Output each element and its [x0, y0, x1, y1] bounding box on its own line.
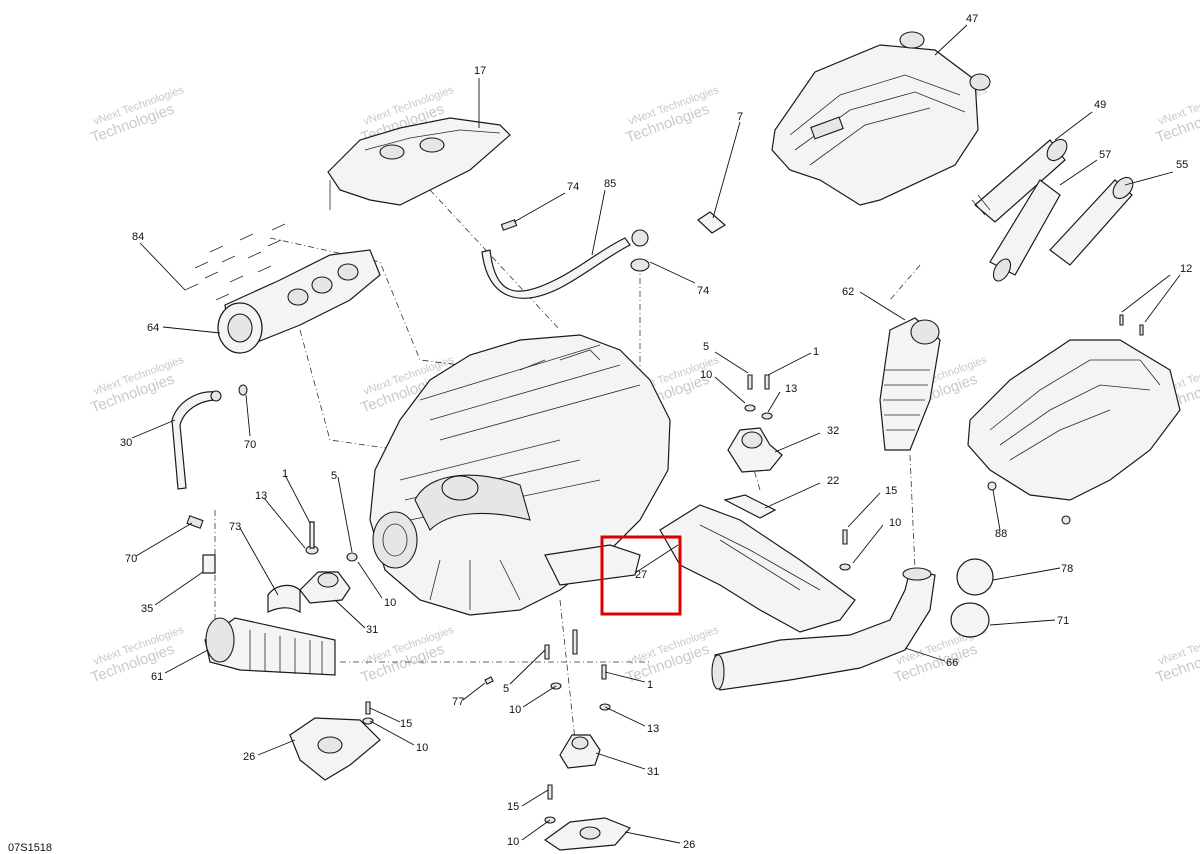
callout-label: 61 — [151, 671, 163, 683]
callout-label: 49 — [1094, 99, 1106, 111]
drawing-code: 07S1518 — [8, 842, 52, 854]
callout-label: 10 — [507, 836, 519, 848]
mounts-and-brackets-part — [659, 317, 941, 633]
callout-label: 74 — [697, 285, 709, 297]
callout-labels: 47 17 7 49 57 55 74 85 74 84 12 62 64 5 … — [120, 13, 1192, 851]
callout-label: 26 — [243, 751, 255, 763]
intake-boot-part — [204, 617, 336, 676]
hose-part — [171, 384, 248, 490]
callout-label: 62 — [842, 286, 854, 298]
callout-label: 5 — [331, 470, 337, 482]
callout-label: 15 — [885, 485, 897, 497]
sealing-rings-part — [950, 558, 994, 638]
callout-label: 31 — [647, 766, 659, 778]
callout-label: 1 — [647, 679, 653, 691]
engine-cover-part — [327, 117, 511, 210]
callout-label: 10 — [416, 742, 428, 754]
exhaust-pipe-part — [711, 567, 936, 691]
fittings-part — [186, 515, 358, 614]
callout-label: 66 — [946, 657, 958, 669]
label-plate-part — [697, 211, 727, 234]
highlight-box — [600, 535, 682, 616]
callout-label: 77 — [452, 696, 464, 708]
callout-label: 70 — [125, 553, 137, 565]
callout-label: 7 — [737, 111, 743, 123]
callout-label: 10 — [700, 369, 712, 381]
callout-label: 74 — [567, 181, 579, 193]
callout-label: 26 — [683, 839, 695, 851]
callout-label: 13 — [255, 490, 267, 502]
callout-label: 35 — [141, 603, 153, 615]
callout-label: 55 — [1176, 159, 1188, 171]
callout-label: 17 — [474, 65, 486, 77]
fasteners-part — [362, 314, 1144, 824]
callout-label: 1 — [813, 346, 819, 358]
callout-label: 64 — [147, 322, 159, 334]
callout-label: 57 — [1099, 149, 1111, 161]
callout-label: 10 — [384, 597, 396, 609]
callout-label: 10 — [889, 517, 901, 529]
callout-label: 30 — [120, 437, 132, 449]
callout-label: 5 — [503, 683, 509, 695]
callout-label: 84 — [132, 231, 144, 243]
callout-label: 32 — [827, 425, 839, 437]
callout-label: 5 — [703, 341, 709, 353]
vent-hose-part — [481, 219, 650, 299]
callout-label: 10 — [509, 704, 521, 716]
callout-label: 88 — [995, 528, 1007, 540]
callout-label: 1 — [282, 468, 288, 480]
callout-label: 15 — [400, 718, 412, 730]
callout-label: 47 — [966, 13, 978, 25]
airbox-cover-part — [771, 31, 991, 206]
lower-mounts-part — [289, 717, 632, 851]
engine-block-part — [369, 334, 671, 616]
callout-label: 15 — [507, 801, 519, 813]
intake-manifold-part — [184, 223, 381, 354]
highlight-callout-label: 27 — [635, 569, 647, 581]
callout-label: 85 — [604, 178, 616, 190]
callout-label: 12 — [1180, 263, 1192, 275]
callout-label: 78 — [1061, 563, 1073, 575]
intake-ducts-part — [971, 138, 1134, 282]
callout-label: 13 — [785, 383, 797, 395]
leader-lines — [131, 24, 1181, 844]
callout-label: 13 — [647, 723, 659, 735]
callout-label: 71 — [1057, 615, 1069, 627]
callout-label: 31 — [366, 624, 378, 636]
callout-label: 73 — [229, 521, 241, 533]
callout-label: 70 — [244, 439, 256, 451]
callout-label: 22 — [827, 475, 839, 487]
oil-pan-part — [967, 339, 1181, 525]
assembly-lines — [214, 189, 921, 741]
